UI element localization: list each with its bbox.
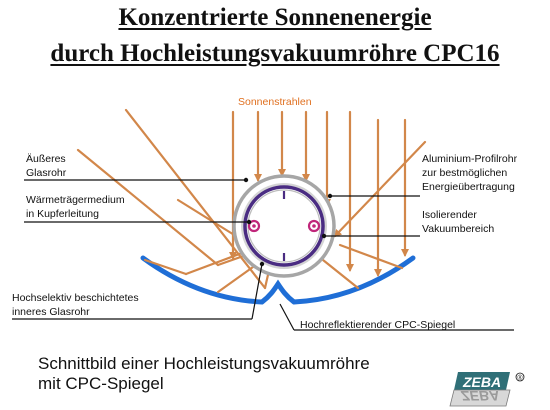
label-heat-medium: Wärmeträgermedium in Kupferleitung bbox=[26, 194, 125, 220]
logo-text-reflection: ZEBA bbox=[460, 388, 499, 404]
title-line-2: durch Hochleistungsvakuumröhre CPC16 bbox=[50, 40, 500, 67]
leader-lines bbox=[12, 179, 514, 331]
sun-ray bbox=[333, 140, 427, 238]
sun-ray bbox=[124, 108, 267, 290]
sun-ray bbox=[316, 254, 360, 290]
copper-pipes bbox=[247, 219, 321, 233]
label-aluminium-profile: Aluminium-Profilrohr zur bestmöglichen E… bbox=[422, 153, 518, 193]
leader-mirror bbox=[279, 303, 295, 331]
sun-ray bbox=[338, 243, 404, 270]
label-inner-glass: Hochselektiv beschichtetes inneres Glasr… bbox=[12, 292, 139, 318]
sun-ray bbox=[184, 248, 252, 276]
logo-text: ZEBA bbox=[462, 374, 501, 390]
cpc-mirror bbox=[140, 255, 416, 305]
zeba-logo: ZEBA ZEBA ® bbox=[449, 372, 525, 407]
inner-glass-tube bbox=[243, 185, 325, 267]
label-outer-glass: Äußeres Glasrohr bbox=[26, 153, 67, 179]
caption: Schnittbild einer Hochleistungsvakuumröh… bbox=[38, 354, 370, 393]
title-line-1: Konzentrierte Sonnenenergie bbox=[118, 4, 432, 31]
label-cpc-mirror: Hochreflektierender CPC-Spiegel bbox=[300, 319, 456, 331]
logo-registered-mark: ® bbox=[517, 374, 523, 382]
sun-ray bbox=[143, 258, 188, 276]
label-vacuum: Isolierender Vakuumbereich bbox=[422, 209, 495, 235]
sun-rays-label: Sonnenstrahlen bbox=[238, 96, 312, 108]
sun-ray bbox=[76, 148, 220, 267]
